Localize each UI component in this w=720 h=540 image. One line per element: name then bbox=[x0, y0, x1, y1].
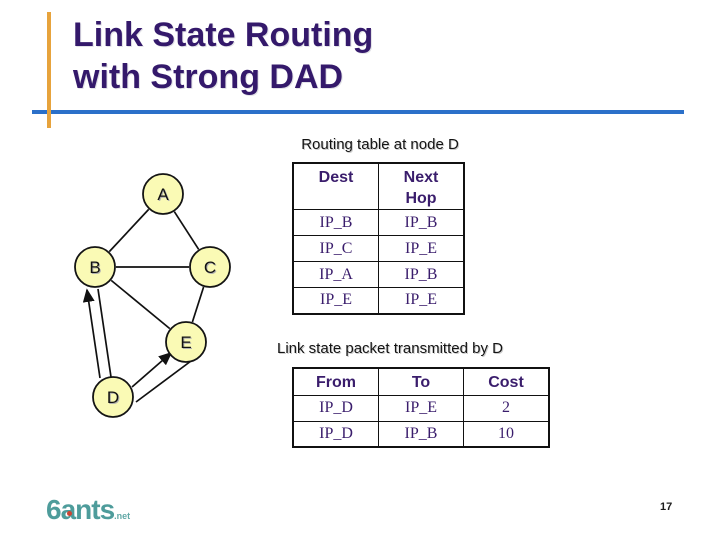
arrow-segment bbox=[131, 351, 173, 388]
6ants-logo: 6ants.net bbox=[46, 494, 130, 526]
column-header: Dest bbox=[292, 162, 379, 210]
node-circle-D bbox=[92, 376, 134, 418]
node-circle-C bbox=[189, 246, 231, 288]
table-cell: IP_B bbox=[378, 261, 465, 288]
accent-vertical-bar bbox=[47, 12, 51, 128]
arrow-segment bbox=[97, 288, 112, 378]
link-state-packet-heading: Link state packet transmitted by D bbox=[277, 340, 503, 357]
node-label-C: C bbox=[204, 258, 216, 277]
node-label-E: E bbox=[180, 333, 191, 352]
slide-title: Link State Routing with Strong DAD bbox=[73, 14, 373, 98]
arrow-segment bbox=[82, 288, 101, 379]
table-cell: 2 bbox=[463, 394, 550, 422]
table-cell: IP_E bbox=[378, 287, 465, 314]
node-label-shadow: C bbox=[205, 259, 217, 278]
table-cell: IP_B bbox=[378, 209, 465, 236]
node-label-shadow: E bbox=[181, 334, 192, 353]
node-circle-B bbox=[74, 246, 116, 288]
ant-dot-icon bbox=[67, 511, 72, 516]
node-label-shadow: B bbox=[90, 259, 101, 278]
table-cell: IP_A bbox=[292, 261, 379, 288]
node-label-A: A bbox=[157, 185, 169, 204]
page-number: 17 bbox=[660, 501, 673, 513]
table-cell: IP_E bbox=[378, 394, 464, 422]
node-label-D: D bbox=[107, 388, 119, 407]
table-cell: 10 bbox=[463, 420, 550, 448]
logo-text: 6ants bbox=[46, 494, 115, 525]
node-label-B: B bbox=[89, 258, 100, 277]
node-circle-E bbox=[165, 321, 207, 363]
routing-table-heading: Routing table at node D bbox=[301, 136, 459, 153]
edge-C-E bbox=[191, 286, 205, 323]
node-label-shadow: A bbox=[158, 186, 170, 205]
column-header: Next Hop bbox=[378, 162, 465, 210]
column-header: From bbox=[292, 367, 379, 396]
slide-title-line2: with Strong DAD bbox=[73, 58, 344, 96]
column-header: To bbox=[378, 367, 464, 396]
node-label-shadow: D bbox=[108, 389, 120, 408]
diagram-edges bbox=[108, 208, 205, 330]
arrow-segment bbox=[135, 360, 192, 403]
diagram-arrows bbox=[82, 288, 192, 403]
table-cell: IP_E bbox=[378, 235, 465, 262]
logo-suffix: .net bbox=[114, 511, 131, 521]
title-underline-rule bbox=[32, 110, 684, 114]
slide-title-line1: Link State Routing bbox=[73, 16, 374, 54]
edge-A-C bbox=[173, 211, 200, 250]
table-cell: IP_B bbox=[292, 209, 379, 236]
edge-B-E bbox=[110, 279, 171, 330]
table-cell: IP_D bbox=[292, 420, 379, 448]
node-circle-A bbox=[142, 173, 184, 215]
table-cell: IP_C bbox=[292, 235, 379, 262]
table-cell: IP_D bbox=[292, 394, 379, 422]
edge-A-B bbox=[108, 208, 150, 253]
column-header: Cost bbox=[463, 367, 550, 396]
table-cell: IP_E bbox=[292, 287, 379, 314]
table-cell: IP_B bbox=[378, 420, 464, 448]
